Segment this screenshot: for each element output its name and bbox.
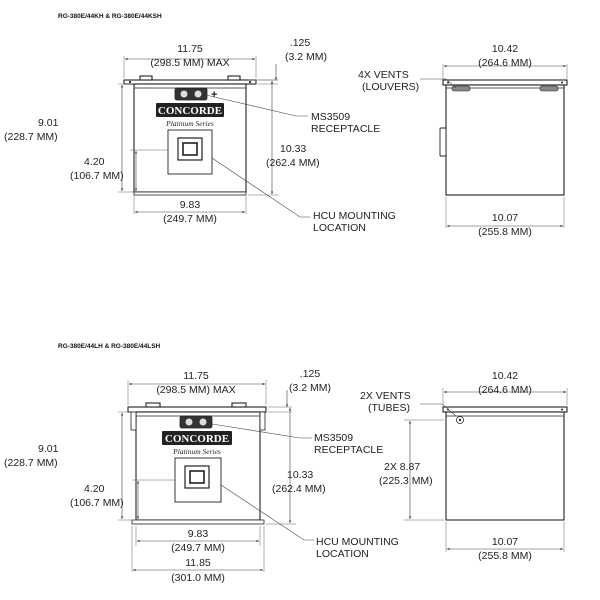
logo-plate <box>156 103 224 117</box>
receptacle-icon <box>179 415 213 429</box>
callout-vents-line1: 2X VENTS <box>360 390 411 402</box>
hcu-height-metric: (106.7 MM) <box>70 497 124 509</box>
logo-subtitle: Platinum Series <box>172 447 221 456</box>
lid-value: .125 <box>300 368 321 380</box>
callout-receptacle-line1: MS3509 <box>311 111 350 123</box>
width-max-metric: (298.5 MM) MAX <box>156 384 235 396</box>
callout-receptacle-line1: MS3509 <box>314 432 353 444</box>
callout-hcu-line2: LOCATION <box>316 548 369 560</box>
width-base-value: 11.85 <box>185 557 211 569</box>
callout-hcu-line1: HCU MOUNTING <box>316 536 399 548</box>
callout-vents-line1: 4X VENTS <box>358 69 409 81</box>
width-max-value: 11.75 <box>177 43 203 55</box>
hcu-height-metric: (106.7 MM) <box>70 170 124 182</box>
lid-metric: (3.2 MM) <box>289 382 331 394</box>
width-body-metric: (249.7 MM) <box>171 542 225 554</box>
height-total-value: 10.33 <box>287 469 313 481</box>
height-total-metric: (262.4 MM) <box>272 483 326 495</box>
callout-vents-line2: (TUBES) <box>368 402 410 414</box>
section-2-front-view: CONCORDE Platinum Series <box>127 402 267 525</box>
side-height-value: 2X 8.87 <box>384 461 420 473</box>
section-2-side-view: 10.42 (264.6 MM) 10.07 (255.8 MM) 2X 8.8… <box>360 370 568 562</box>
side-handle <box>439 127 447 157</box>
callout-receptacle-line2: RECEPTACLE <box>314 444 383 456</box>
logo-plate <box>162 431 232 445</box>
height-body-value: 9.01 <box>38 117 59 129</box>
width-body-value: 9.83 <box>188 528 209 540</box>
height-body-metric: (228.7 MM) <box>4 131 58 143</box>
section-1-front-dimensions: 11.75 (298.5 MM) MAX .125 (3.2 MM) 9.01 … <box>4 37 396 234</box>
section-1-title: RG-380E/44KH & RG-380E/44KSH <box>58 13 162 20</box>
hinge-left <box>139 75 153 81</box>
section-2-front-dimensions: 11.75 (298.5 MM) MAX .125 (3.2 MM) 9.01 … <box>4 368 399 584</box>
side-depth-bottom-value: 10.07 <box>492 212 518 224</box>
side-body <box>445 84 565 196</box>
callout-hcu-line2: LOCATION <box>313 222 366 234</box>
receptacle-icon <box>174 87 208 101</box>
vent-icon-left <box>451 85 471 92</box>
plus-icon: + <box>211 89 217 101</box>
width-base-metric: (301.0 MM) <box>171 572 225 584</box>
side-depth-top-value: 10.42 <box>492 370 518 382</box>
side-depth-bottom-value: 10.07 <box>492 536 518 548</box>
lid-metric: (3.2 MM) <box>285 51 327 63</box>
callout-vents-line2: (LOUVERS) <box>362 81 419 93</box>
side-depth-top-metric: (264.6 MM) <box>478 57 532 69</box>
section-2-title: RG-380E/44LH & RG-380E/44LSH <box>58 343 161 350</box>
height-body-value: 9.01 <box>38 443 59 455</box>
logo-text: CONCORDE <box>158 105 222 117</box>
callout-receptacle-line2: RECEPTACLE <box>311 123 380 135</box>
side-depth-bottom-metric: (255.8 MM) <box>478 550 532 562</box>
side-height-metric: (225.3 MM) <box>379 475 433 487</box>
height-total-metric: (262.4 MM) <box>266 157 320 169</box>
side-lid <box>442 406 568 413</box>
hcu-height-value: 4.20 <box>84 156 105 168</box>
side-depth-bottom-metric: (255.8 MM) <box>478 226 532 238</box>
height-body-metric: (228.7 MM) <box>4 457 58 469</box>
lid <box>123 79 257 85</box>
lid <box>127 406 267 413</box>
side-body <box>445 411 565 521</box>
logo-subtitle: Platinum Series <box>165 119 214 128</box>
callout-hcu-line1: HCU MOUNTING <box>313 210 396 222</box>
height-total-value: 10.33 <box>280 143 306 155</box>
width-body-metric: (249.7 MM) <box>163 213 217 225</box>
section-1-side-view: 10.42 (264.6 MM) 10.07 (255.8 MM) 4X VEN… <box>358 43 568 238</box>
hcu-height-value: 4.20 <box>84 483 105 495</box>
vent-icon-right <box>539 85 559 92</box>
lid-value: .125 <box>290 37 311 49</box>
hinge-right <box>227 75 241 81</box>
side-depth-top-metric: (264.6 MM) <box>478 384 532 396</box>
side-lid <box>442 79 568 86</box>
width-body-value: 9.83 <box>180 199 201 211</box>
width-max-metric: (298.5 MM) MAX <box>150 57 229 69</box>
section-1-front-view: + CONCORDE Platinum Series <box>123 75 257 196</box>
base-flange <box>131 519 265 525</box>
width-max-value: 11.75 <box>183 370 209 382</box>
side-depth-top-value: 10.42 <box>492 43 518 55</box>
logo-text: CONCORDE <box>165 433 229 445</box>
